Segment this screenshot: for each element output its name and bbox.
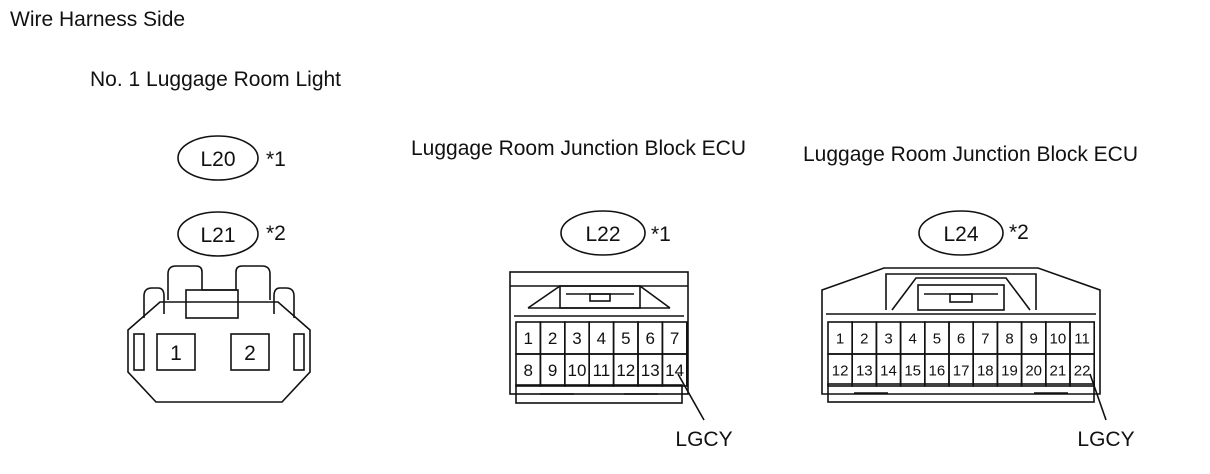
- l22-pin-label-7: 7: [670, 329, 679, 348]
- l22-pin-14: [661, 353, 688, 387]
- l24-pin-label-1: 1: [836, 330, 844, 347]
- l22-pin-label-14: 14: [665, 361, 684, 380]
- l22-pin-label-5: 5: [621, 329, 630, 348]
- light-l21-note: *2: [266, 222, 286, 245]
- svg-text:L20: L20: [200, 148, 235, 171]
- l22-pin-label-3: 3: [572, 329, 581, 348]
- l24-connector-id: L24 *2: [918, 210, 1029, 256]
- l22-callout-line: [677, 373, 705, 421]
- l24-pin-label-6: 6: [957, 330, 965, 347]
- l24-pin-label-14: 14: [880, 362, 897, 379]
- l24-callout-line: [1089, 373, 1107, 421]
- l24-pin-label-13: 13: [856, 362, 873, 379]
- l22-callout-label: LGCY: [675, 428, 732, 451]
- l24-pin-label-22: 22: [1074, 362, 1091, 379]
- l22-pin-label-6: 6: [645, 329, 654, 348]
- l24-pin-label-8: 8: [1005, 330, 1013, 347]
- l24-pin-label-19: 19: [1001, 362, 1018, 379]
- l24-pin-label-17: 17: [953, 362, 970, 379]
- page-title: Wire Harness Side: [10, 8, 186, 31]
- l24-id-note: *2: [1009, 221, 1029, 244]
- l22-id-note: *1: [651, 223, 671, 246]
- l24-pin-label-10: 10: [1050, 330, 1067, 347]
- l22-pin-label-10: 10: [568, 361, 587, 380]
- light-connector-body: 1 2: [127, 265, 311, 403]
- l24-pin-label-2: 2: [860, 330, 868, 347]
- l22-pin-label-9: 9: [548, 361, 557, 380]
- light-l20-note: *1: [266, 148, 286, 171]
- l22-connector-title: Luggage Room Junction Block ECU: [411, 137, 747, 160]
- l22-connector-id: L22 *1: [560, 210, 671, 256]
- svg-text:L21: L21: [200, 224, 235, 247]
- l24-callout-label: LGCY: [1077, 428, 1134, 451]
- l24-pin-22: [1069, 353, 1096, 387]
- l24-pin-label-18: 18: [977, 362, 994, 379]
- l24-pin-label-11: 11: [1074, 330, 1090, 347]
- l24-connector-title: Luggage Room Junction Block ECU: [803, 143, 1139, 166]
- l24-pin-label-20: 20: [1025, 362, 1042, 379]
- l24-pin-label-5: 5: [933, 330, 941, 347]
- l24-pin-label-16: 16: [929, 362, 946, 379]
- l22-pin-label-12: 12: [616, 361, 635, 380]
- l24-pin-label-15: 15: [904, 362, 921, 379]
- l24-pin-label-21: 21: [1050, 362, 1067, 379]
- l22-pin-label-8: 8: [523, 361, 532, 380]
- light-connector-id-l21: L21 *2: [177, 211, 286, 257]
- l24-pin-label-12: 12: [832, 362, 849, 379]
- l24-pin-label-7: 7: [981, 330, 989, 347]
- l24-pin-row-2: 12 13 14 15 16 17 18 19 20 21 22: [827, 353, 1096, 387]
- svg-text:2: 2: [244, 342, 256, 365]
- svg-text:L22: L22: [585, 223, 620, 246]
- light-pin-1: [156, 333, 196, 371]
- l22-pin-label-2: 2: [548, 329, 557, 348]
- light-connector-title: No. 1 Luggage Room Light: [90, 68, 342, 91]
- l22-pin-label-11: 11: [593, 361, 611, 380]
- l22-pin-label-1: 1: [523, 329, 532, 348]
- light-connector-id-l20: L20 *1: [177, 135, 286, 181]
- l24-pin-label-3: 3: [884, 330, 892, 347]
- l24-pin-label-4: 4: [909, 330, 917, 347]
- svg-text:L24: L24: [943, 223, 978, 246]
- l22-pin-label-13: 13: [641, 361, 660, 380]
- svg-text:1: 1: [170, 342, 182, 365]
- light-pin-2: [230, 333, 270, 371]
- l24-pin-label-9: 9: [1030, 330, 1038, 347]
- l22-pin-label-4: 4: [597, 329, 606, 348]
